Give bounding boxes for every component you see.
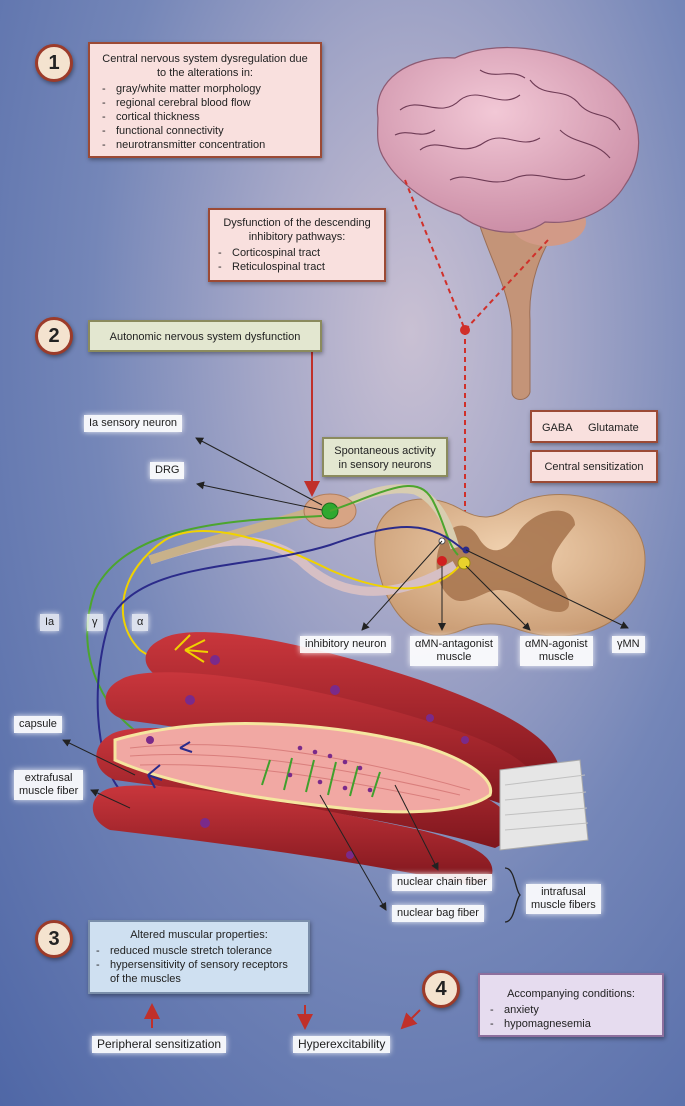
list-item: functional connectivity xyxy=(102,124,312,138)
descending-title-line1: Dysfunction of the descending xyxy=(223,217,371,229)
ia-sensory-neuron-label: Ia sensory neuron xyxy=(84,415,183,432)
gamma-label: γ xyxy=(87,614,103,631)
list-item: hypersensitivity of sensory receptors xyxy=(96,958,302,972)
amn-agonist-line2: muscle xyxy=(538,651,574,663)
gray-matter xyxy=(436,510,575,612)
extrafusal-label: extrafusal muscle fiber xyxy=(14,770,84,800)
list-item: anxiety xyxy=(490,1003,654,1017)
brainstem xyxy=(477,219,561,400)
gmn-label: γMN xyxy=(612,636,645,653)
capsule-label: capsule xyxy=(14,716,62,733)
list-item: neurotransmitter concentration xyxy=(102,138,312,152)
section-4-number: 4 xyxy=(422,970,460,1008)
dorsal-root xyxy=(327,484,460,550)
amn-agonist-label: αMN-agonist muscle xyxy=(520,636,593,666)
list-item: gray/white matter morphology xyxy=(102,82,312,96)
list-item: hypomagnesemia xyxy=(490,1017,654,1031)
red-arrows xyxy=(144,352,421,1030)
convergence-dot xyxy=(460,325,470,335)
cns-dysregulation-box: Central nervous system dysregulation due… xyxy=(88,42,322,158)
label-pointers xyxy=(62,437,629,911)
glutamate-label: Glutamate xyxy=(588,422,639,434)
tendon xyxy=(499,759,589,851)
amn-antagonist-line1: αMN-antagonist xyxy=(415,638,493,650)
muscular-title: Altered muscular properties: xyxy=(130,929,268,941)
amn-antagonist-line2: muscle xyxy=(436,651,472,663)
intrafusal-line1: intrafusal xyxy=(541,886,586,898)
alpha-endplate xyxy=(174,634,209,663)
section-2-number: 2 xyxy=(35,317,73,355)
muscle xyxy=(92,632,589,885)
amn-antagonist-label: αMN-antagonist muscle xyxy=(410,636,498,666)
list-item: regional cerebral blood flow xyxy=(102,96,312,110)
inhibitory-neuron-label: inhibitory neuron xyxy=(300,636,392,653)
intrafusal-brace xyxy=(504,867,521,923)
peripheral-sensitization-label: Peripheral sensitization xyxy=(92,1036,227,1053)
spontaneous-line2: in sensory neurons xyxy=(338,459,432,471)
drg-label: DRG xyxy=(150,462,185,479)
extrafusal-line1: extrafusal xyxy=(24,772,73,784)
section-1-number: 1 xyxy=(35,44,73,82)
list-item: reduced muscle stretch tolerance xyxy=(96,944,302,958)
gamma-endplate xyxy=(147,741,193,789)
brain xyxy=(376,46,640,233)
central-sensitization-box: Central sensitization xyxy=(530,450,658,483)
spontaneous-line1: Spontaneous activity xyxy=(334,445,436,457)
descending-pathways-box: Dysfunction of the descending inhibitory… xyxy=(208,208,386,282)
alpha-fiber xyxy=(121,530,463,661)
intrafusal-label: intrafusal muscle fibers xyxy=(526,884,601,914)
cns-title-line1: Central nervous system dysregulation due xyxy=(102,53,308,65)
muscular-continuation: of the muscles xyxy=(110,973,181,985)
nuclear-bag-label: nuclear bag fiber xyxy=(392,905,484,922)
alpha-label: α xyxy=(132,614,149,631)
accompanying-conditions-box: Accompanying conditions: anxiety hypomag… xyxy=(478,973,664,1037)
list-item: cortical thickness xyxy=(102,110,312,124)
accompanying-title: Accompanying conditions: xyxy=(507,988,635,1000)
section-3-number: 3 xyxy=(35,920,73,958)
autonomic-box: Autonomic nervous system dysfunction xyxy=(88,320,322,352)
hyperexcitability-label: Hyperexcitability xyxy=(293,1036,391,1053)
autonomic-title: Autonomic nervous system dysfunction xyxy=(109,331,301,343)
cns-title-line2: to the alterations in: xyxy=(156,67,253,79)
ia-label: Ia xyxy=(40,614,60,631)
descending-title-line2: inhibitory pathways: xyxy=(248,231,346,243)
amn-agonist-dot xyxy=(457,556,471,570)
neurotransmitter-box: GABA Glutamate xyxy=(530,410,658,443)
list-item: Reticulospinal tract xyxy=(218,260,378,274)
muscular-properties-box: Altered muscular properties: reduced mus… xyxy=(88,920,310,994)
amn-agonist-line1: αMN-agonist xyxy=(525,638,588,650)
gaba-label: GABA xyxy=(542,422,573,434)
intrafusal-line2: muscle fibers xyxy=(531,899,596,911)
nuclear-chain-label: nuclear chain fiber xyxy=(392,874,492,891)
central-sensitization-label: Central sensitization xyxy=(544,461,644,473)
brain-gyri xyxy=(394,69,621,183)
list-item: Corticospinal tract xyxy=(218,246,378,260)
descending-pathway-lines xyxy=(404,179,549,540)
amn-antagonist-dot xyxy=(437,556,447,566)
extrafusal-line2: muscle fiber xyxy=(19,785,79,797)
spontaneous-activity-box: Spontaneous activity in sensory neurons xyxy=(322,437,448,477)
muscle-spindle xyxy=(113,722,493,814)
